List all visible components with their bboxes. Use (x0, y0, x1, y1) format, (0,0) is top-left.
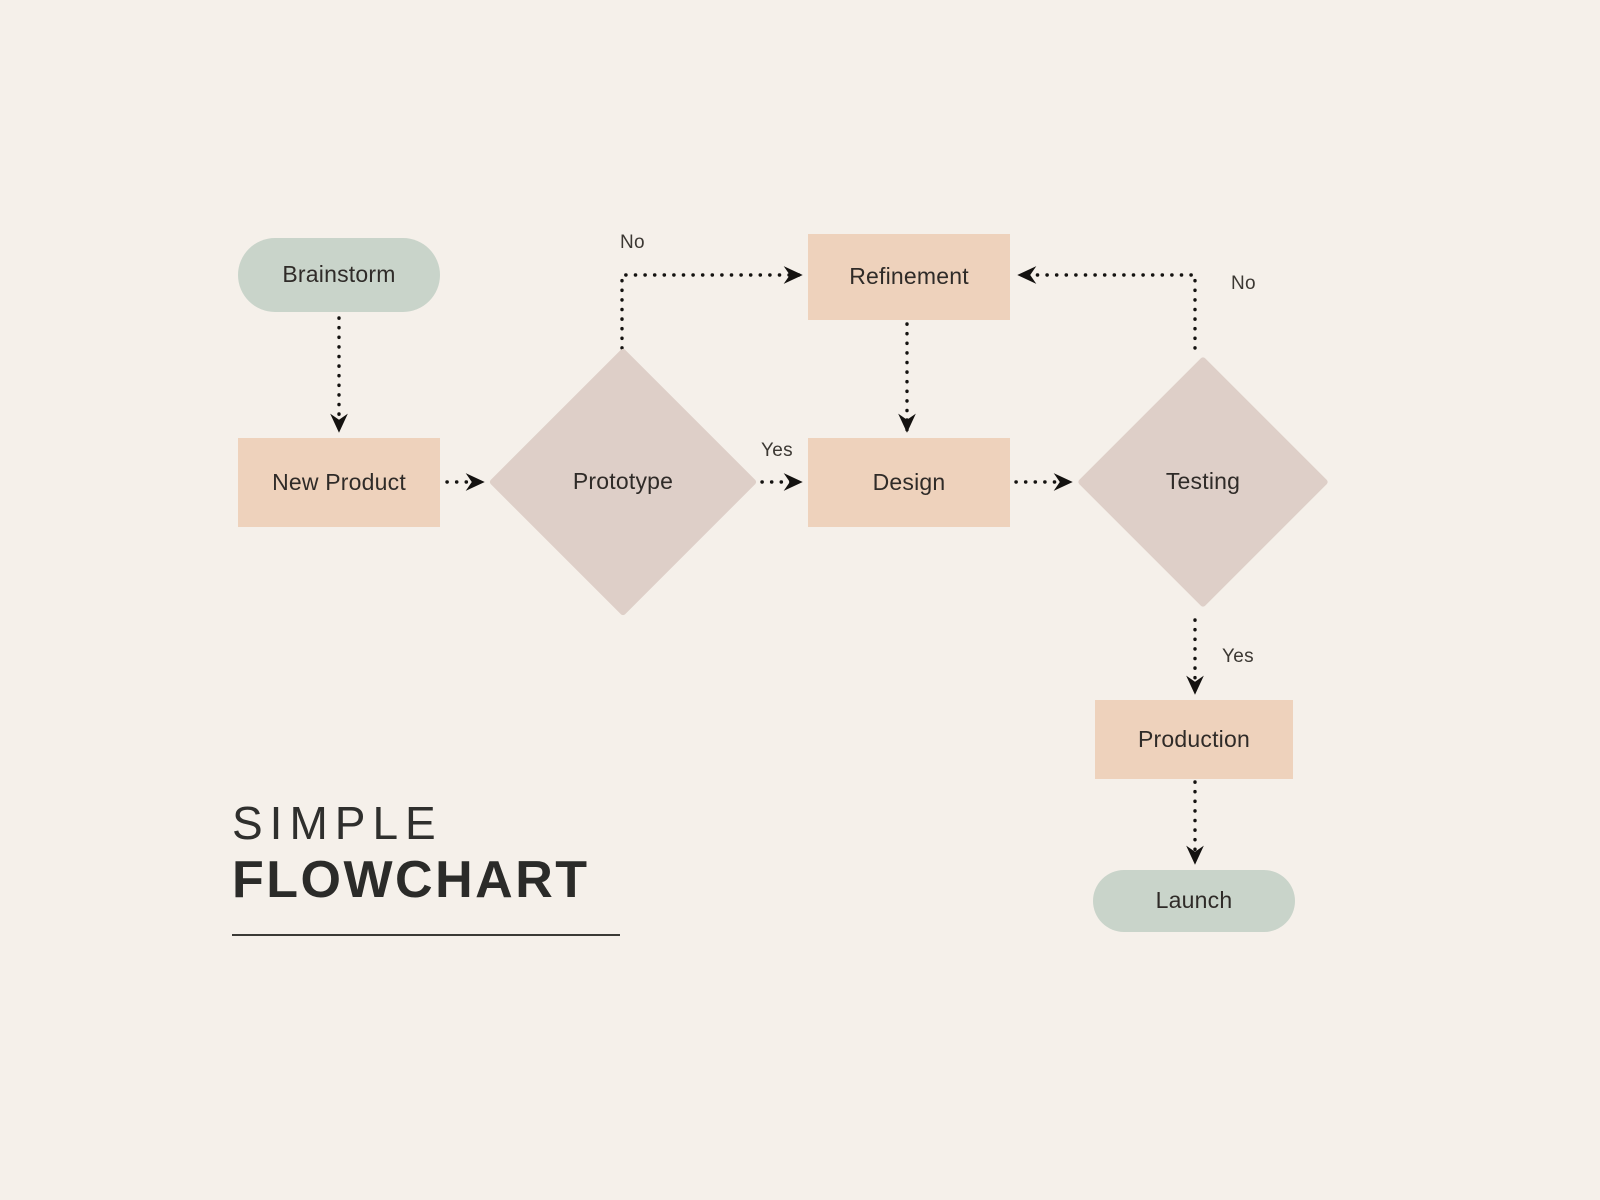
node-prototype-label: Prototype (572, 468, 674, 495)
node-production-label: Production (1138, 725, 1250, 752)
edge-prototype-no-to-refinement (620, 266, 803, 350)
edge-label-label-yes-prototype: Yes (761, 440, 793, 461)
node-prototype[interactable]: Prototype (488, 347, 758, 617)
node-design[interactable]: Design (808, 438, 1010, 527)
title-underline-rule (232, 934, 620, 937)
node-refinement[interactable]: Refinement (808, 234, 1010, 320)
node-new-product[interactable]: New Product (238, 438, 440, 527)
title-line-flowchart: FLOWCHART (232, 851, 590, 909)
edge-testing-no-to-refinement (1017, 266, 1197, 350)
node-launch-label: Launch (1155, 887, 1233, 914)
node-brainstorm[interactable]: Brainstorm (238, 238, 440, 312)
node-testing-label: Testing (1165, 468, 1241, 495)
node-brainstorm-label: Brainstorm (282, 261, 396, 288)
node-launch[interactable]: Launch (1093, 870, 1295, 932)
node-production[interactable]: Production (1095, 700, 1293, 779)
node-new-product-label: New Product (272, 468, 406, 495)
title-block: SIMPLE FLOWCHART (232, 797, 652, 937)
node-design-label: Design (872, 468, 946, 495)
node-refinement-label: Refinement (849, 263, 969, 290)
edge-label-label-no-prototype: No (620, 232, 645, 253)
edge-label-label-no-testing: No (1231, 273, 1256, 294)
edge-label-label-yes-testing: Yes (1222, 646, 1254, 667)
node-testing[interactable]: Testing (1077, 356, 1329, 608)
title-line-simple: SIMPLE (232, 797, 443, 849)
